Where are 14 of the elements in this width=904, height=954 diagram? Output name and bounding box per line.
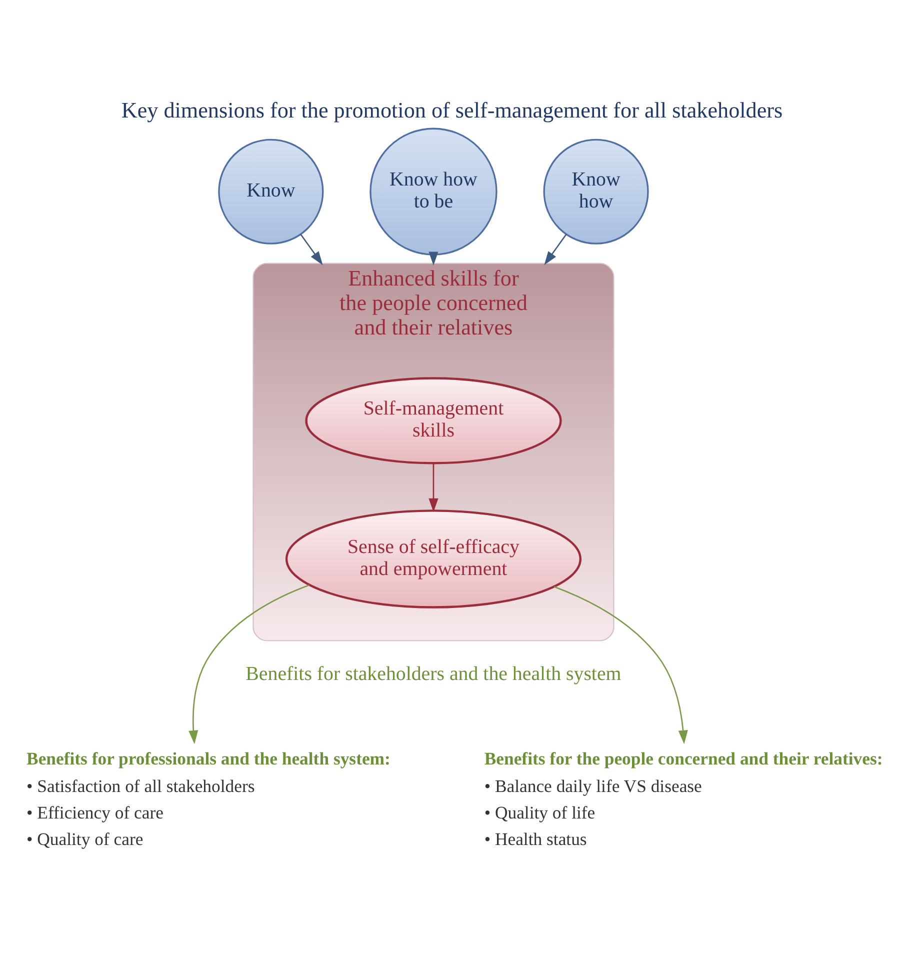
arrow xyxy=(554,586,688,744)
arrow xyxy=(544,233,567,265)
label: Benefits for stakeholders and the health system xyxy=(246,662,622,684)
node-circle: Know xyxy=(218,138,324,244)
node-circle: Know how xyxy=(543,138,649,244)
node-text: Benefits for the people concerned and their relatives: • Balance daily life VS disease • Quality of life • Health status xyxy=(484,748,883,848)
arrow xyxy=(300,233,323,265)
arrow xyxy=(428,462,438,512)
arrow xyxy=(188,584,310,744)
node-ellipse: Self-management skills xyxy=(305,376,562,464)
node-text: Benefits for professionals and the health system: • Satisfaction of all stakeholders • Efficiency of care • Quality of care xyxy=(26,748,390,848)
diagram-title: Key dimensions for the promotion of self-management for all stakeholders xyxy=(121,97,783,122)
node-ellipse: Sense of self-efficacy and empowerment xyxy=(285,509,582,608)
arrow xyxy=(428,251,438,265)
